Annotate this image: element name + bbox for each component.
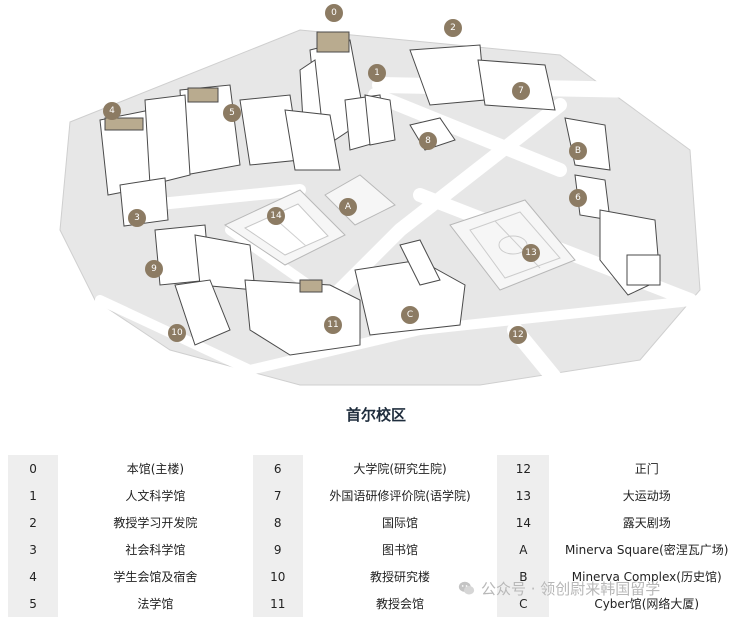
legend-code: 5: [8, 590, 59, 617]
legend-code: B: [497, 563, 550, 590]
legend-name: 大运动场: [622, 489, 671, 503]
svg-text:9: 9: [151, 264, 157, 274]
legend-code: 1: [8, 482, 59, 509]
campus-map: 0 1 2 3 4 5 6 7 8 9 10 11 12 13 14 A B C: [59, 4, 701, 386]
marker-8[interactable]: 8: [419, 132, 437, 150]
legend-name: 教授研究楼: [370, 570, 431, 584]
svg-text:11: 11: [327, 320, 338, 330]
legend-row: 1 人文科学馆 7 外国语研修评价院(语学院) 13 大运动场: [8, 482, 744, 509]
legend-name: 正门: [634, 462, 659, 476]
legend-code: 12: [497, 455, 550, 482]
marker-9[interactable]: 9: [145, 260, 163, 278]
legend-code: 4: [8, 563, 59, 590]
legend-table: 0 本馆(主楼) 6 大学院(研究生院) 12 正门 1 人文科学馆 7 外国语…: [8, 455, 744, 617]
legend-row: 0 本馆(主楼) 6 大学院(研究生院) 12 正门: [8, 455, 744, 482]
svg-text:4: 4: [109, 106, 115, 116]
legend-name: 学生会馆及宿舍: [113, 570, 198, 584]
marker-2[interactable]: 2: [444, 19, 462, 37]
legend-name: Cyber馆(网络大厦): [594, 597, 700, 611]
svg-text:A: A: [345, 202, 352, 212]
marker-1[interactable]: 1: [368, 64, 386, 82]
marker-12[interactable]: 12: [509, 326, 527, 344]
legend-code: 2: [8, 509, 59, 536]
legend-name: 人文科学馆: [125, 489, 186, 503]
legend-name: 图书馆: [382, 543, 419, 557]
svg-text:5: 5: [229, 108, 235, 118]
legend-code: 7: [252, 482, 303, 509]
marker-C[interactable]: C: [401, 306, 419, 324]
watermark-text: 公众号 · 领创尉来韩国留学: [481, 579, 661, 598]
legend-code: 13: [497, 482, 550, 509]
marker-0[interactable]: 0: [325, 4, 343, 22]
legend-name: Minerva Square(密涅瓦广场): [564, 543, 729, 557]
svg-text:3: 3: [134, 213, 140, 223]
legend-name: 社会科学馆: [125, 543, 186, 557]
legend-name: 露天剧场: [622, 516, 671, 530]
svg-text:B: B: [575, 146, 581, 156]
legend-name: 国际馆: [382, 516, 419, 530]
marker-B[interactable]: B: [569, 142, 587, 160]
legend-name: 大学院(研究生院): [353, 462, 447, 476]
marker-6[interactable]: 6: [569, 189, 587, 207]
marker-7[interactable]: 7: [512, 82, 530, 100]
legend-code: C: [497, 590, 550, 617]
marker-11[interactable]: 11: [324, 316, 342, 334]
svg-text:1: 1: [374, 68, 380, 78]
legend-code: A: [497, 536, 550, 563]
legend-row: 2 教授学习开发院 8 国际馆 14 露天剧场: [8, 509, 744, 536]
legend-row: 4 学生会馆及宿舍 10 教授研究楼 B Minerva Complex(历史馆…: [8, 563, 744, 590]
legend-code: 10: [252, 563, 303, 590]
legend-code: 6: [252, 455, 303, 482]
legend-code: 11: [252, 590, 303, 617]
legend-code: 9: [252, 536, 303, 563]
marker-A[interactable]: A: [339, 198, 357, 216]
marker-10[interactable]: 10: [168, 324, 186, 342]
legend-code: 3: [8, 536, 59, 563]
legend-row: 3 社会科学馆 9 图书馆 A Minerva Square(密涅瓦广场): [8, 536, 744, 563]
legend-name: 本馆(主楼): [126, 462, 185, 476]
marker-3[interactable]: 3: [128, 209, 146, 227]
svg-text:14: 14: [270, 211, 282, 221]
marker-5[interactable]: 5: [223, 104, 241, 122]
svg-text:2: 2: [450, 23, 456, 33]
svg-text:12: 12: [512, 330, 523, 340]
watermark: 公众号 · 领创尉来韩国留学: [458, 578, 660, 598]
soccer-field: [449, 199, 576, 291]
marker-14[interactable]: 14: [267, 207, 285, 225]
wechat-icon: [458, 581, 475, 594]
campus-title: 首尔校区: [345, 406, 406, 424]
marker-13[interactable]: 13: [522, 244, 540, 262]
legend-code: 8: [252, 509, 303, 536]
legend-name: 教授会馆: [376, 597, 425, 611]
svg-text:8: 8: [425, 136, 431, 146]
marker-4[interactable]: 4: [103, 102, 121, 120]
legend-code: 14: [497, 509, 550, 536]
legend-code: 0: [8, 455, 59, 482]
map-markers: 0 1 2 3 4 5 6 7 8 9 10 11 12 13 14 A B C: [103, 4, 587, 344]
legend-name: 法学馆: [137, 597, 174, 611]
legend-name: 教授学习开发院: [113, 516, 198, 530]
legend-row: 5 法学馆 11 教授会馆 C Cyber馆(网络大厦): [8, 590, 744, 617]
svg-text:0: 0: [331, 8, 337, 18]
legend-name: Minerva Complex(历史馆): [571, 570, 722, 584]
svg-text:6: 6: [575, 193, 581, 203]
svg-text:7: 7: [518, 86, 524, 96]
svg-text:13: 13: [525, 248, 536, 258]
legend-name: 外国语研修评价院(语学院): [329, 489, 471, 503]
svg-text:10: 10: [171, 328, 183, 338]
svg-text:C: C: [407, 310, 413, 320]
